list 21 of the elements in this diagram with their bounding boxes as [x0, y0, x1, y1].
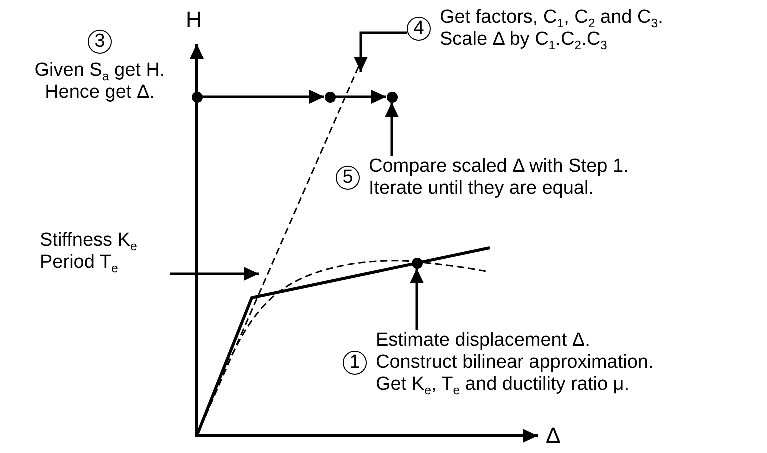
arrow: [354, 32, 407, 72]
arrow: [202, 90, 324, 104]
axis-label: H: [186, 8, 202, 32]
data-point: [386, 92, 398, 102]
arrow: [170, 267, 259, 281]
step-number: 3: [88, 30, 112, 54]
step-description: Estimate displacement Δ. Construct bilinear approximation. Get K$_{e}$, T$_{e}$ and ductility ratio μ.: [376, 330, 655, 396]
arrow: [336, 90, 386, 104]
data-point: [324, 92, 336, 102]
data-point: [412, 258, 422, 268]
arrow: [410, 268, 424, 330]
step-description: Given S$_{a}$ get H. Hence get Δ.: [34, 60, 166, 104]
data-point: [192, 92, 202, 102]
step-number: 1: [343, 351, 367, 375]
step-number: 4: [407, 17, 431, 41]
step-description: Get factors, C$_{1}$, C$_{2}$ and C$_{3}$. Scale Δ by C$_{1}$.C$_{2}$.C$_{3}$: [440, 7, 664, 51]
step-number: 5: [336, 166, 360, 190]
step-description: Compare scaled Δ with Step 1. Iterate until they are equal.: [369, 156, 630, 200]
axis-label: Δ: [546, 424, 561, 448]
arrow: [385, 102, 399, 156]
annotation-text: Stiffness K$_{e}$ Period T$_{e}$: [40, 230, 170, 274]
